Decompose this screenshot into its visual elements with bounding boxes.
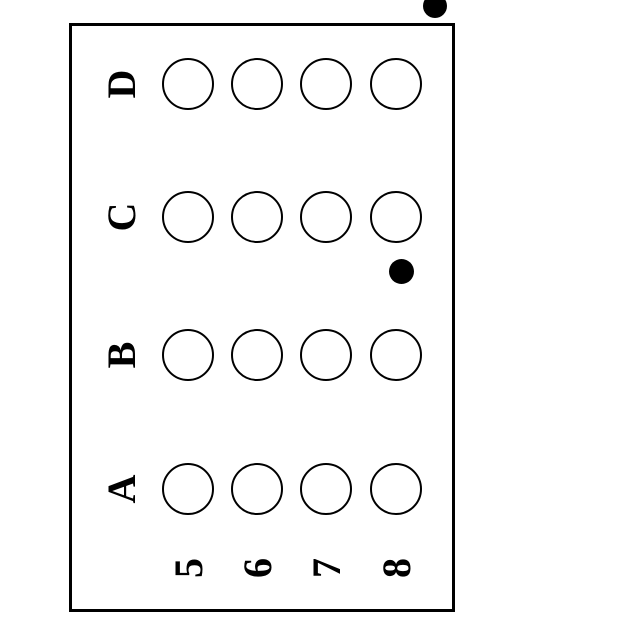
- bubble-b-7[interactable]: [300, 329, 352, 381]
- bubble-d-5[interactable]: [162, 58, 214, 110]
- registration-mark-dot: [423, 0, 447, 18]
- row-label-d: D: [98, 69, 144, 99]
- stray-mark-dot: [389, 259, 414, 284]
- bubble-d-8[interactable]: [370, 58, 422, 110]
- bubble-c-6[interactable]: [231, 191, 283, 243]
- bubble-d-6[interactable]: [231, 58, 283, 110]
- row-label-c: C: [98, 202, 144, 232]
- bubble-c-8[interactable]: [370, 191, 422, 243]
- column-label-5: 5: [165, 558, 211, 578]
- bubble-b-6[interactable]: [231, 329, 283, 381]
- bubble-d-7[interactable]: [300, 58, 352, 110]
- bubble-a-5[interactable]: [162, 463, 214, 515]
- bubble-b-5[interactable]: [162, 329, 214, 381]
- bubble-a-8[interactable]: [370, 463, 422, 515]
- column-label-7: 7: [303, 558, 349, 578]
- bubble-a-6[interactable]: [231, 463, 283, 515]
- row-label-b: B: [98, 341, 144, 369]
- bubble-b-8[interactable]: [370, 329, 422, 381]
- answer-sheet-frame: [69, 23, 455, 612]
- bubble-c-7[interactable]: [300, 191, 352, 243]
- bubble-a-7[interactable]: [300, 463, 352, 515]
- bubble-c-5[interactable]: [162, 191, 214, 243]
- column-label-8: 8: [373, 558, 419, 578]
- row-label-a: A: [98, 474, 144, 504]
- column-label-6: 6: [234, 558, 280, 578]
